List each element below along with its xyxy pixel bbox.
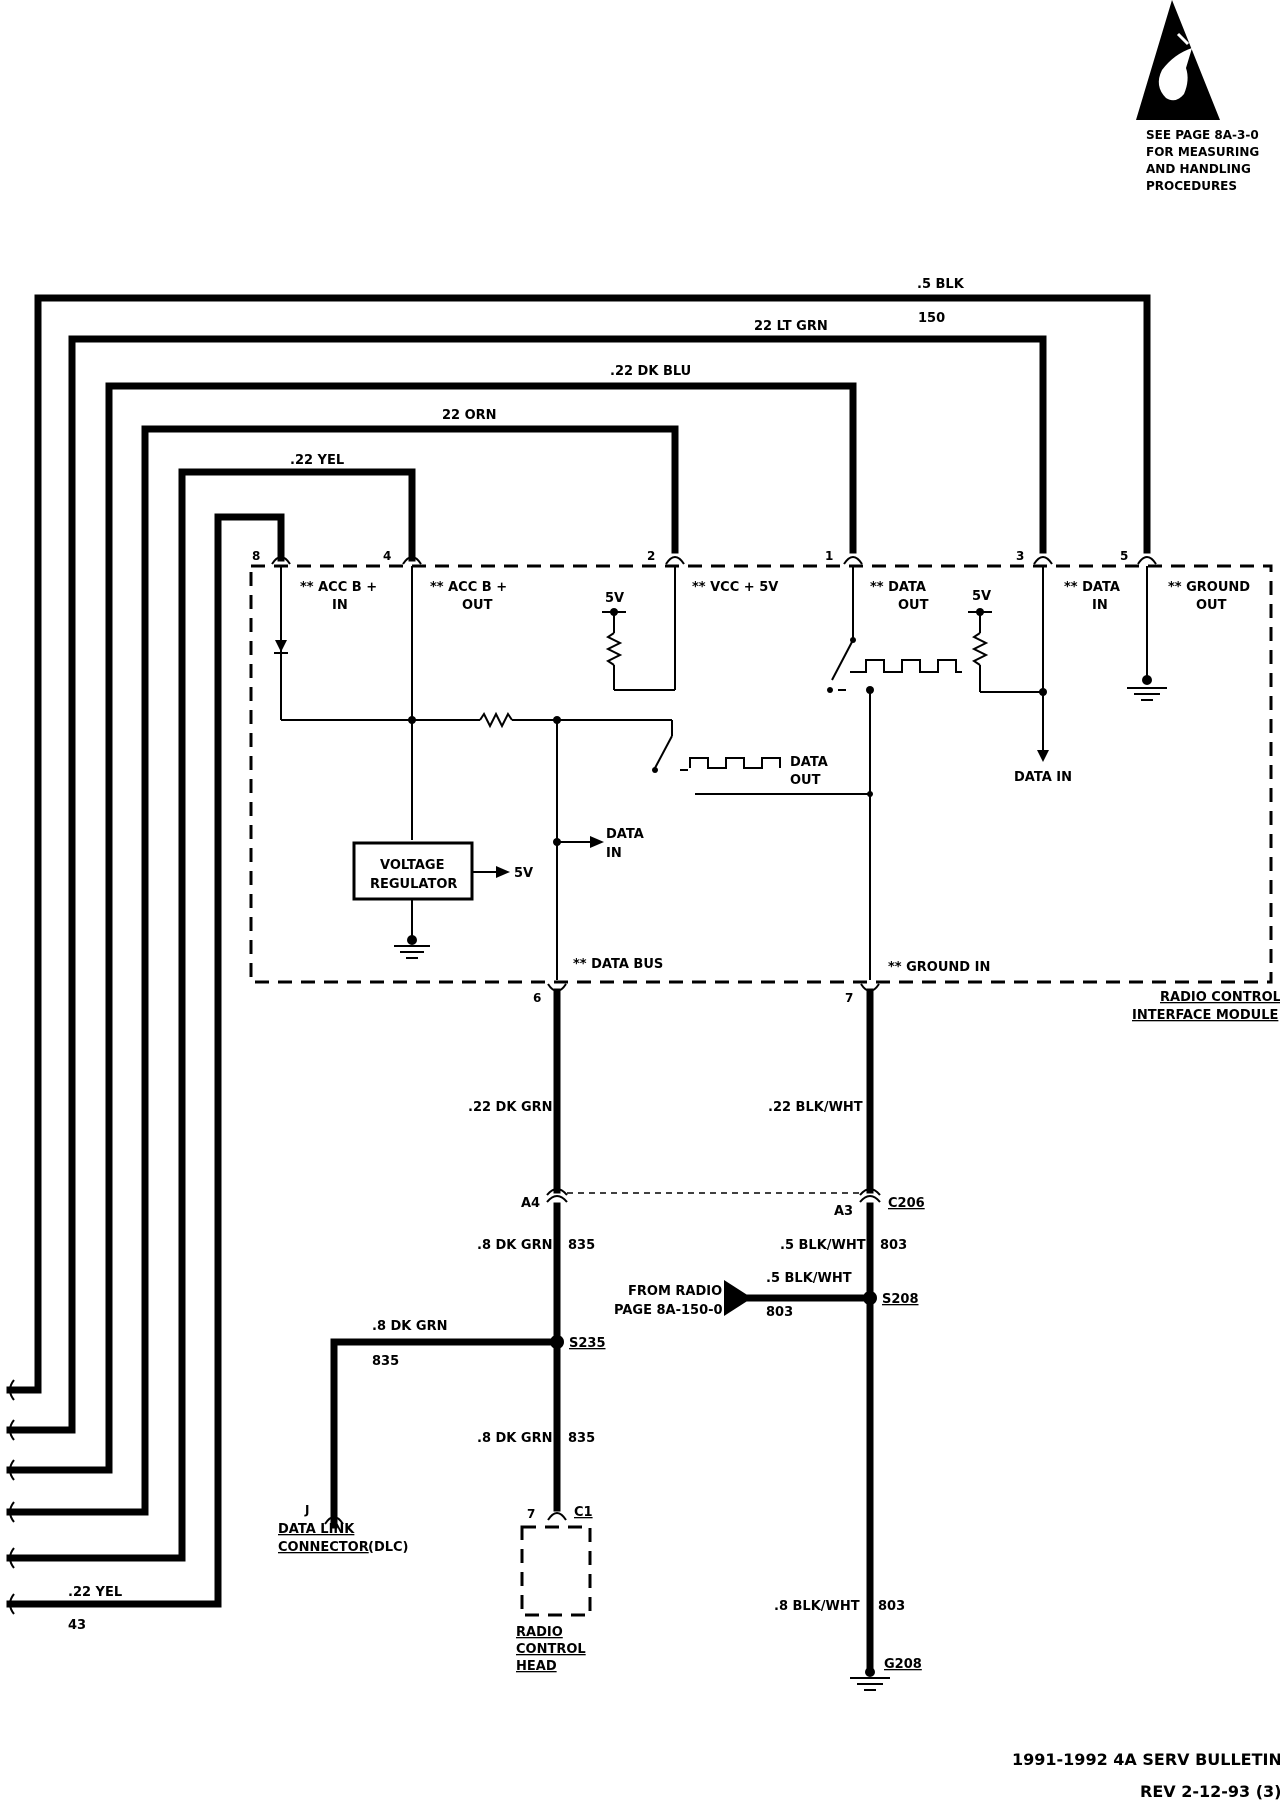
pin-3: 3 xyxy=(1016,549,1024,563)
right-wire-1: .22 BLK/WHT xyxy=(768,1100,863,1115)
module-circuitry: 5V DATA OUT DATA IN xyxy=(274,566,1167,980)
regulator-line-1: VOLTAGE xyxy=(380,858,445,873)
c1-label: C1 xyxy=(574,1505,593,1520)
module-name-1: RADIO CONTROL xyxy=(1160,990,1280,1005)
ground-out-2: OUT xyxy=(1196,598,1227,613)
pulse-train-mid xyxy=(689,757,781,769)
dlc-name-2: CONNECTOR xyxy=(278,1540,369,1555)
right-circuit-2: 803 xyxy=(880,1238,907,1253)
pin-2: 2 xyxy=(647,549,655,563)
top-wire-harness xyxy=(6,294,1151,1608)
footer-line-2: REV 2-12-93 (3) xyxy=(1140,1782,1280,1801)
acc-out-label-1: ** ACC B + xyxy=(430,580,507,595)
s235-label: S235 xyxy=(569,1336,606,1351)
module-name-2: INTERFACE MODULE xyxy=(1132,1008,1278,1023)
five-v-right: 5V xyxy=(972,589,991,604)
regulator-out: 5V xyxy=(514,866,533,881)
head-line-1: RADIO xyxy=(516,1625,563,1640)
data-in-mid-2: IN xyxy=(606,846,622,861)
left-circuit-2: 835 xyxy=(568,1238,595,1253)
acc-in-label-2: IN xyxy=(332,598,348,613)
wire-dk-blu xyxy=(6,382,857,1474)
esd-warning-icon xyxy=(1136,0,1220,120)
right-wire-3: .8 BLK/WHT xyxy=(774,1599,860,1614)
wire-orn xyxy=(6,425,679,1516)
dlc-abbr: (DLC) xyxy=(368,1540,409,1555)
dlc-pin: J xyxy=(304,1503,309,1517)
from-radio-1: FROM RADIO xyxy=(628,1284,722,1299)
footer-line-1: 1991-1992 4A SERV BULLETIN xyxy=(1012,1750,1280,1769)
from-radio-2: PAGE 8A-150-0 xyxy=(614,1303,723,1318)
esd-line-1: SEE PAGE 8A-3-0 xyxy=(1146,128,1259,142)
pulse-train-top xyxy=(850,659,962,673)
data-out-mid-1: DATA xyxy=(790,755,828,770)
s208-label: S208 xyxy=(882,1292,919,1307)
wire-label-blk: .5 BLK xyxy=(917,277,965,292)
left-wire-3: .8 DK GRN xyxy=(477,1431,552,1446)
data-out-mid-2: OUT xyxy=(790,773,821,788)
branch-circuit: 803 xyxy=(766,1305,793,1320)
pin-4: 4 xyxy=(383,549,391,563)
data-in-mid-1: DATA xyxy=(606,827,644,842)
ground-in-label: ** GROUND IN xyxy=(888,960,990,975)
dlc-name-1: DATA LINK xyxy=(278,1522,355,1537)
left-circuit-3: 835 xyxy=(568,1431,595,1446)
esd-line-2: FOR MEASURING xyxy=(1146,145,1259,159)
module-boundary xyxy=(249,564,1273,984)
vcc-label: ** VCC + 5V xyxy=(692,580,778,595)
data-in-right: DATA IN xyxy=(1014,770,1072,785)
wire-yel-43 xyxy=(6,513,285,1608)
wire-lt-grn xyxy=(6,335,1047,1434)
head-line-3: HEAD xyxy=(516,1659,557,1674)
five-v-left: 5V xyxy=(605,591,624,606)
dlc-circuit: 835 xyxy=(372,1354,399,1369)
wire-blk-150 xyxy=(6,294,1151,1394)
wire-label-dk-blu: .22 DK BLU xyxy=(610,364,691,379)
acc-in-label-1: ** ACC B + xyxy=(300,580,377,595)
data-in-top-1: ** DATA xyxy=(1064,580,1120,595)
acc-out-label-2: OUT xyxy=(462,598,493,613)
c206-label: C206 xyxy=(888,1196,925,1211)
esd-line-4: PROCEDURES xyxy=(1146,179,1237,193)
lower-wiring xyxy=(324,988,890,1691)
data-out-top-1: ** DATA xyxy=(870,580,926,595)
g208-label: G208 xyxy=(884,1657,922,1672)
left-wire-2: .8 DK GRN xyxy=(477,1238,552,1253)
a3-label: A3 xyxy=(834,1204,853,1219)
right-circuit-3: 803 xyxy=(878,1599,905,1614)
esd-line-3: AND HANDLING xyxy=(1146,162,1251,176)
data-in-top-2: IN xyxy=(1092,598,1108,613)
bottom-yel-label: .22 YEL xyxy=(68,1585,122,1600)
wire-yel-acc-out xyxy=(6,468,416,1562)
pin-1: 1 xyxy=(825,549,833,563)
a4-label: A4 xyxy=(521,1196,540,1211)
data-bus-label: ** DATA BUS xyxy=(573,957,663,972)
left-wire-1: .22 DK GRN xyxy=(468,1100,553,1115)
harness-end-connectors xyxy=(9,1379,15,1615)
wire-label-yel: .22 YEL xyxy=(290,453,344,468)
ground-out-1: ** GROUND xyxy=(1168,580,1250,595)
rail-resistor xyxy=(479,711,513,729)
module-top-pins xyxy=(271,546,1157,565)
radio-control-head-box xyxy=(520,1525,592,1617)
head-line-2: CONTROL xyxy=(516,1642,586,1657)
right-wire-2: .5 BLK/WHT xyxy=(780,1238,866,1253)
pin-7: 7 xyxy=(845,991,853,1005)
pin-6: 6 xyxy=(533,991,541,1005)
pin-8: 8 xyxy=(252,549,260,563)
regulator-line-2: REGULATOR xyxy=(370,877,457,892)
c1-pin: 7 xyxy=(527,1507,535,1521)
branch-wire: .5 BLK/WHT xyxy=(766,1271,852,1286)
wire-circuit-150: 150 xyxy=(918,311,945,326)
wire-label-orn: 22 ORN xyxy=(442,408,497,423)
pin-5: 5 xyxy=(1120,549,1128,563)
dlc-wire: .8 DK GRN xyxy=(372,1319,447,1334)
data-out-top-2: OUT xyxy=(898,598,929,613)
bottom-yel-circuit: 43 xyxy=(68,1618,86,1633)
wire-label-lt-grn: 22 LT GRN xyxy=(754,319,828,334)
